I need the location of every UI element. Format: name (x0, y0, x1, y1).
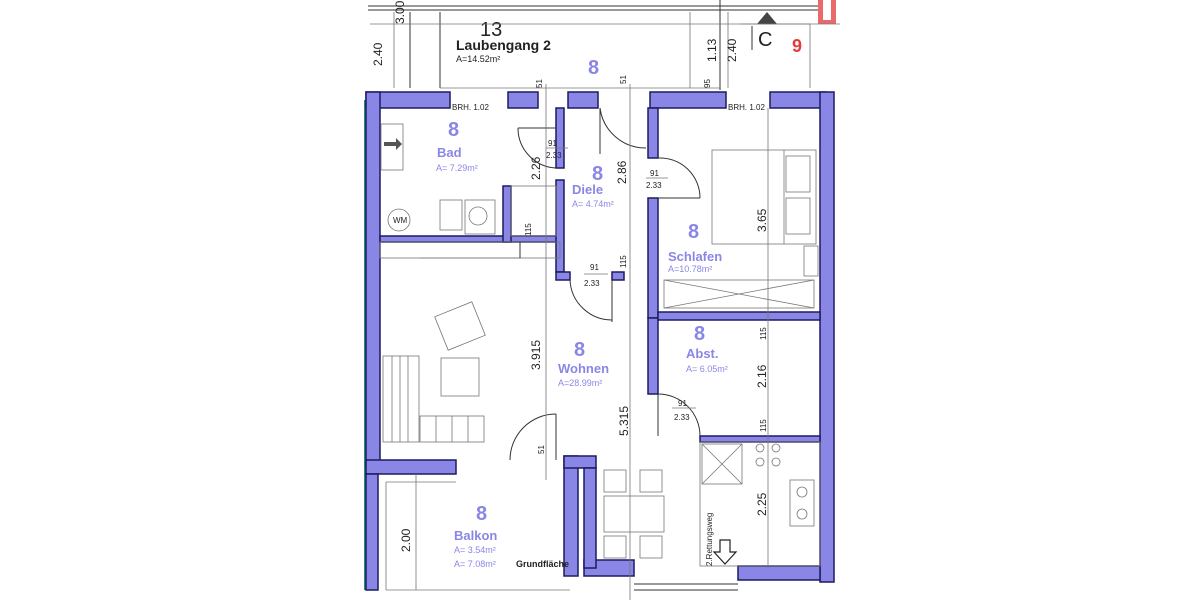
dim-3915: 3.915 (529, 340, 543, 370)
door-bad-height: 2.33 (546, 151, 562, 160)
room-wohnen-area: A=28.99m² (558, 378, 602, 388)
room-balkon-number: 8 (476, 503, 487, 525)
wm-label: WM (393, 216, 408, 225)
room-abst-name: Abst. (686, 346, 719, 361)
room-abst: 8 Abst. A= 6.05m² (686, 323, 728, 374)
room-schlafen-number: 8 (688, 221, 699, 243)
brh-label-right: BRH. 1.02 (728, 103, 765, 112)
room-diele: 8 Diele A= 4.74m² (572, 163, 614, 209)
dim-51-c: 51 (537, 445, 546, 454)
corridor-zone (368, 0, 836, 90)
dim-286: 2.86 (615, 160, 629, 184)
door-wohnen-height: 2.33 (584, 279, 600, 288)
room-wohnen: 8 Wohnen A=28.99m² (558, 339, 609, 388)
room-balkon: 8 Balkon A= 3.54m² A= 7.08m² Grundfläche (454, 503, 569, 569)
room-bad-number: 8 (448, 119, 459, 141)
room-abst-number: 8 (694, 323, 705, 345)
marker-9: 9 (792, 36, 802, 56)
room-schlafen-name: Schlafen (668, 249, 722, 264)
door-wohnen-width: 91 (590, 263, 599, 272)
dim-225: 2.25 (755, 492, 769, 516)
corridor-name: Laubengang 2 (456, 37, 551, 53)
room-bad: 8 Bad A= 7.29m² (436, 119, 478, 173)
dim-51-a: 51 (535, 79, 544, 88)
dim-226: 2.26 (529, 156, 543, 180)
room-balkon-area: A= 3.54m² (454, 545, 496, 555)
room-schlafen-area: A=10.78m² (668, 264, 712, 274)
dim-right-240: 2.40 (725, 38, 739, 62)
door-abst-height: 2.33 (674, 413, 690, 422)
dim-5315: 5.315 (617, 406, 631, 436)
dim-365: 3.65 (755, 208, 769, 232)
dim-115-c: 115 (759, 327, 768, 340)
room-bad-name: Bad (437, 145, 462, 160)
doors (509, 107, 701, 461)
door-schlafen-height: 2.33 (646, 181, 662, 190)
walls (365, 91, 835, 591)
room-balkon-name: Balkon (454, 528, 497, 543)
dim-113: 1.13 (705, 38, 719, 62)
corridor-area: A=14.52m² (456, 54, 500, 64)
room-balkon-area2: A= 7.08m² (454, 559, 496, 569)
dim-200: 2.00 (399, 528, 413, 552)
dim-115-d: 115 (759, 419, 768, 432)
dim-51-b: 51 (619, 75, 628, 84)
corridor-unit-number: 8 (588, 57, 599, 79)
room-bad-area: A= 7.29m² (436, 163, 478, 173)
room-wohnen-name: Wohnen (558, 361, 609, 376)
section-marker-c-label: C (758, 29, 772, 51)
brh-label-left: BRH. 1.02 (452, 103, 489, 112)
dim-115-b: 115 (619, 255, 628, 268)
room-diele-area: A= 4.74m² (572, 199, 614, 209)
dim-left-240: 2.40 (371, 42, 385, 66)
door-schlafen-width: 91 (650, 169, 659, 178)
room-diele-name: Diele (572, 182, 603, 197)
room-wohnen-number: 8 (574, 339, 585, 361)
door-abst-width: 91 (678, 399, 687, 408)
room-diele-number: 8 (592, 163, 603, 185)
dim-115-a: 115 (524, 223, 533, 236)
dim-300: 3.00 (393, 0, 407, 24)
dim-95: 95 (703, 79, 712, 88)
section-marker-c: C (751, 12, 777, 51)
door-bad-width: 91 (548, 139, 557, 148)
dim-216: 2.16 (755, 364, 769, 388)
corridor-number: 13 (480, 19, 502, 41)
dimension-lines (370, 12, 840, 600)
escape-route-label: 2.Rettungsweg (705, 513, 714, 566)
room-abst-area: A= 6.05m² (686, 364, 728, 374)
fixtures (379, 123, 821, 591)
room-schlafen: 8 Schlafen A=10.78m² (668, 221, 722, 274)
room-balkon-area2-label: Grundfläche (516, 559, 569, 569)
